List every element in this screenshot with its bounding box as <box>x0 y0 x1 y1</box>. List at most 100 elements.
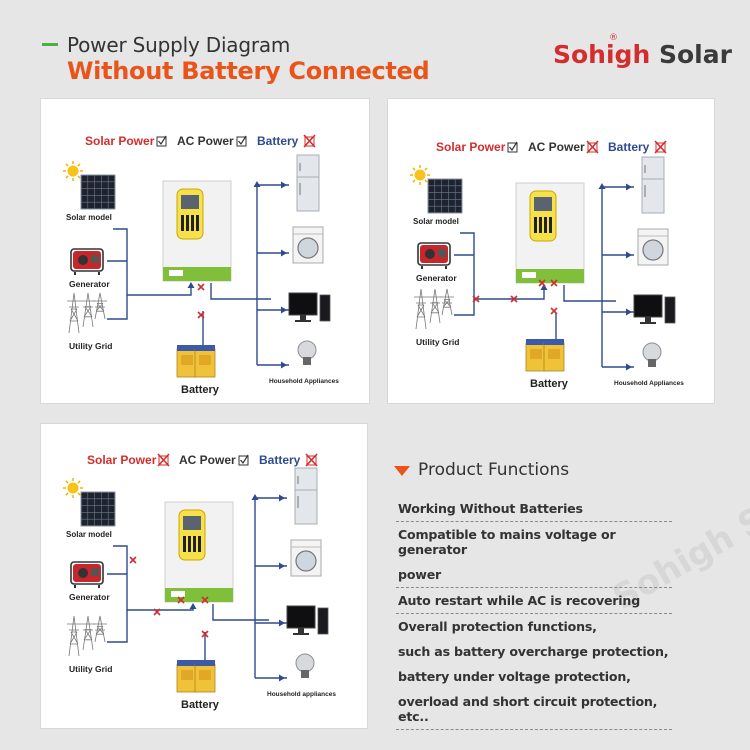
battery-icon <box>176 345 216 378</box>
fridge-icon <box>294 467 318 525</box>
legend-battery: Battery <box>259 453 301 467</box>
cross-mark-icon <box>538 279 546 287</box>
label-appliances: Household Appliances <box>614 380 684 387</box>
function-item: overload and short circuit protection, e… <box>396 689 672 730</box>
legend-ac: AC Power <box>528 140 585 154</box>
legend-battery: Battery <box>608 140 650 154</box>
product-functions-header: Product Functions <box>394 460 569 480</box>
monitor-icon <box>286 605 329 635</box>
triangle-icon <box>394 466 410 476</box>
cross-mark-icon <box>177 596 185 604</box>
label-battery: Battery <box>181 384 220 396</box>
legend-solar: Solar Power <box>436 140 506 154</box>
check-box-icon <box>156 135 167 147</box>
label-appliances: Household Appliances <box>269 378 339 385</box>
sun-icon <box>63 478 83 498</box>
page-title: Power Supply Diagram <box>67 33 291 57</box>
connection-line <box>210 283 271 300</box>
label-generator: Generator <box>69 279 110 289</box>
label-battery: Battery <box>181 699 220 711</box>
product-functions-title: Product Functions <box>418 460 570 480</box>
check-box-icon <box>507 141 518 153</box>
brand-part1: Sohigh <box>553 40 651 69</box>
arrow-head <box>279 619 285 627</box>
cross-box-icon <box>157 453 170 467</box>
function-item: Auto restart while AC is recovering <box>396 588 672 614</box>
monitor-icon <box>288 292 331 322</box>
sun-icon <box>410 165 430 185</box>
label-grid: Utility Grid <box>69 664 112 674</box>
connection-line <box>212 604 269 621</box>
battery-icon <box>176 660 216 693</box>
product-functions-list: Working Without Batteries Compatible to … <box>396 496 672 730</box>
check-box-icon <box>236 135 247 147</box>
brand-logo: Sohigh ® Solar <box>553 33 732 69</box>
arrow-head <box>626 251 632 259</box>
inverter-icon <box>515 182 585 284</box>
function-item: Overall protection functions, <box>398 619 597 634</box>
bulb-icon <box>295 653 315 678</box>
connection-line <box>563 285 616 302</box>
label-generator: Generator <box>416 273 457 283</box>
cross-mark-icon <box>201 630 209 638</box>
solar-panel-icon <box>80 491 116 527</box>
legend-ac: AC Power <box>179 453 236 467</box>
pylon-icon <box>414 288 454 330</box>
arrow-head <box>626 363 632 371</box>
solar-panel-icon <box>427 178 463 214</box>
cross-mark-icon <box>550 279 558 287</box>
arrow-head <box>281 361 287 369</box>
sun-icon <box>63 161 83 181</box>
label-solar: Solar model <box>66 530 112 539</box>
cross-box-icon <box>303 134 316 148</box>
arrow-head <box>251 494 259 500</box>
legend-ac: AC Power <box>177 134 234 148</box>
brand-part2: Solar <box>658 40 732 69</box>
function-item: Working Without Batteries <box>396 496 672 522</box>
arrow-head <box>598 183 606 189</box>
arrow-head <box>626 183 632 191</box>
washer-icon <box>637 228 669 266</box>
cross-mark-icon <box>201 596 209 604</box>
cross-mark-icon <box>197 283 205 291</box>
arrow-head <box>281 181 287 189</box>
label-grid: Utility Grid <box>416 337 459 347</box>
cross-mark-icon <box>510 295 518 303</box>
legend-battery: Battery <box>257 134 299 148</box>
function-item: battery under voltage protection, <box>398 669 631 684</box>
generator-icon <box>417 242 451 269</box>
battery-icon <box>525 339 565 372</box>
solar-panel-icon <box>80 174 116 210</box>
function-item: power <box>396 562 672 588</box>
title-accent-bar <box>42 43 58 46</box>
fridge-icon <box>296 154 320 212</box>
label-appliances: Household appliances <box>267 691 336 698</box>
legend-solar: Solar Power <box>87 453 157 467</box>
connection-line <box>107 295 128 320</box>
bulb-icon <box>642 342 662 367</box>
arrow-head <box>279 674 285 682</box>
generator-icon <box>70 561 104 588</box>
inverter-icon <box>162 180 232 282</box>
arrow-head <box>281 249 287 257</box>
arrow-head <box>253 181 261 187</box>
fridge-icon <box>641 156 665 214</box>
arrow-head <box>279 562 285 570</box>
label-generator: Generator <box>69 592 110 602</box>
cross-mark-icon <box>550 307 558 315</box>
function-item: Compatible to mains voltage or generator <box>398 527 616 557</box>
label-battery: Battery <box>530 378 569 390</box>
function-item: such as battery overcharge protection, <box>398 644 669 659</box>
bulb-icon <box>297 340 317 365</box>
connection-line <box>454 299 475 316</box>
arrow-head <box>626 308 632 316</box>
washer-icon <box>292 226 324 264</box>
generator-icon <box>70 248 104 275</box>
label-solar: Solar model <box>413 217 459 226</box>
inverter-icon <box>164 501 234 603</box>
